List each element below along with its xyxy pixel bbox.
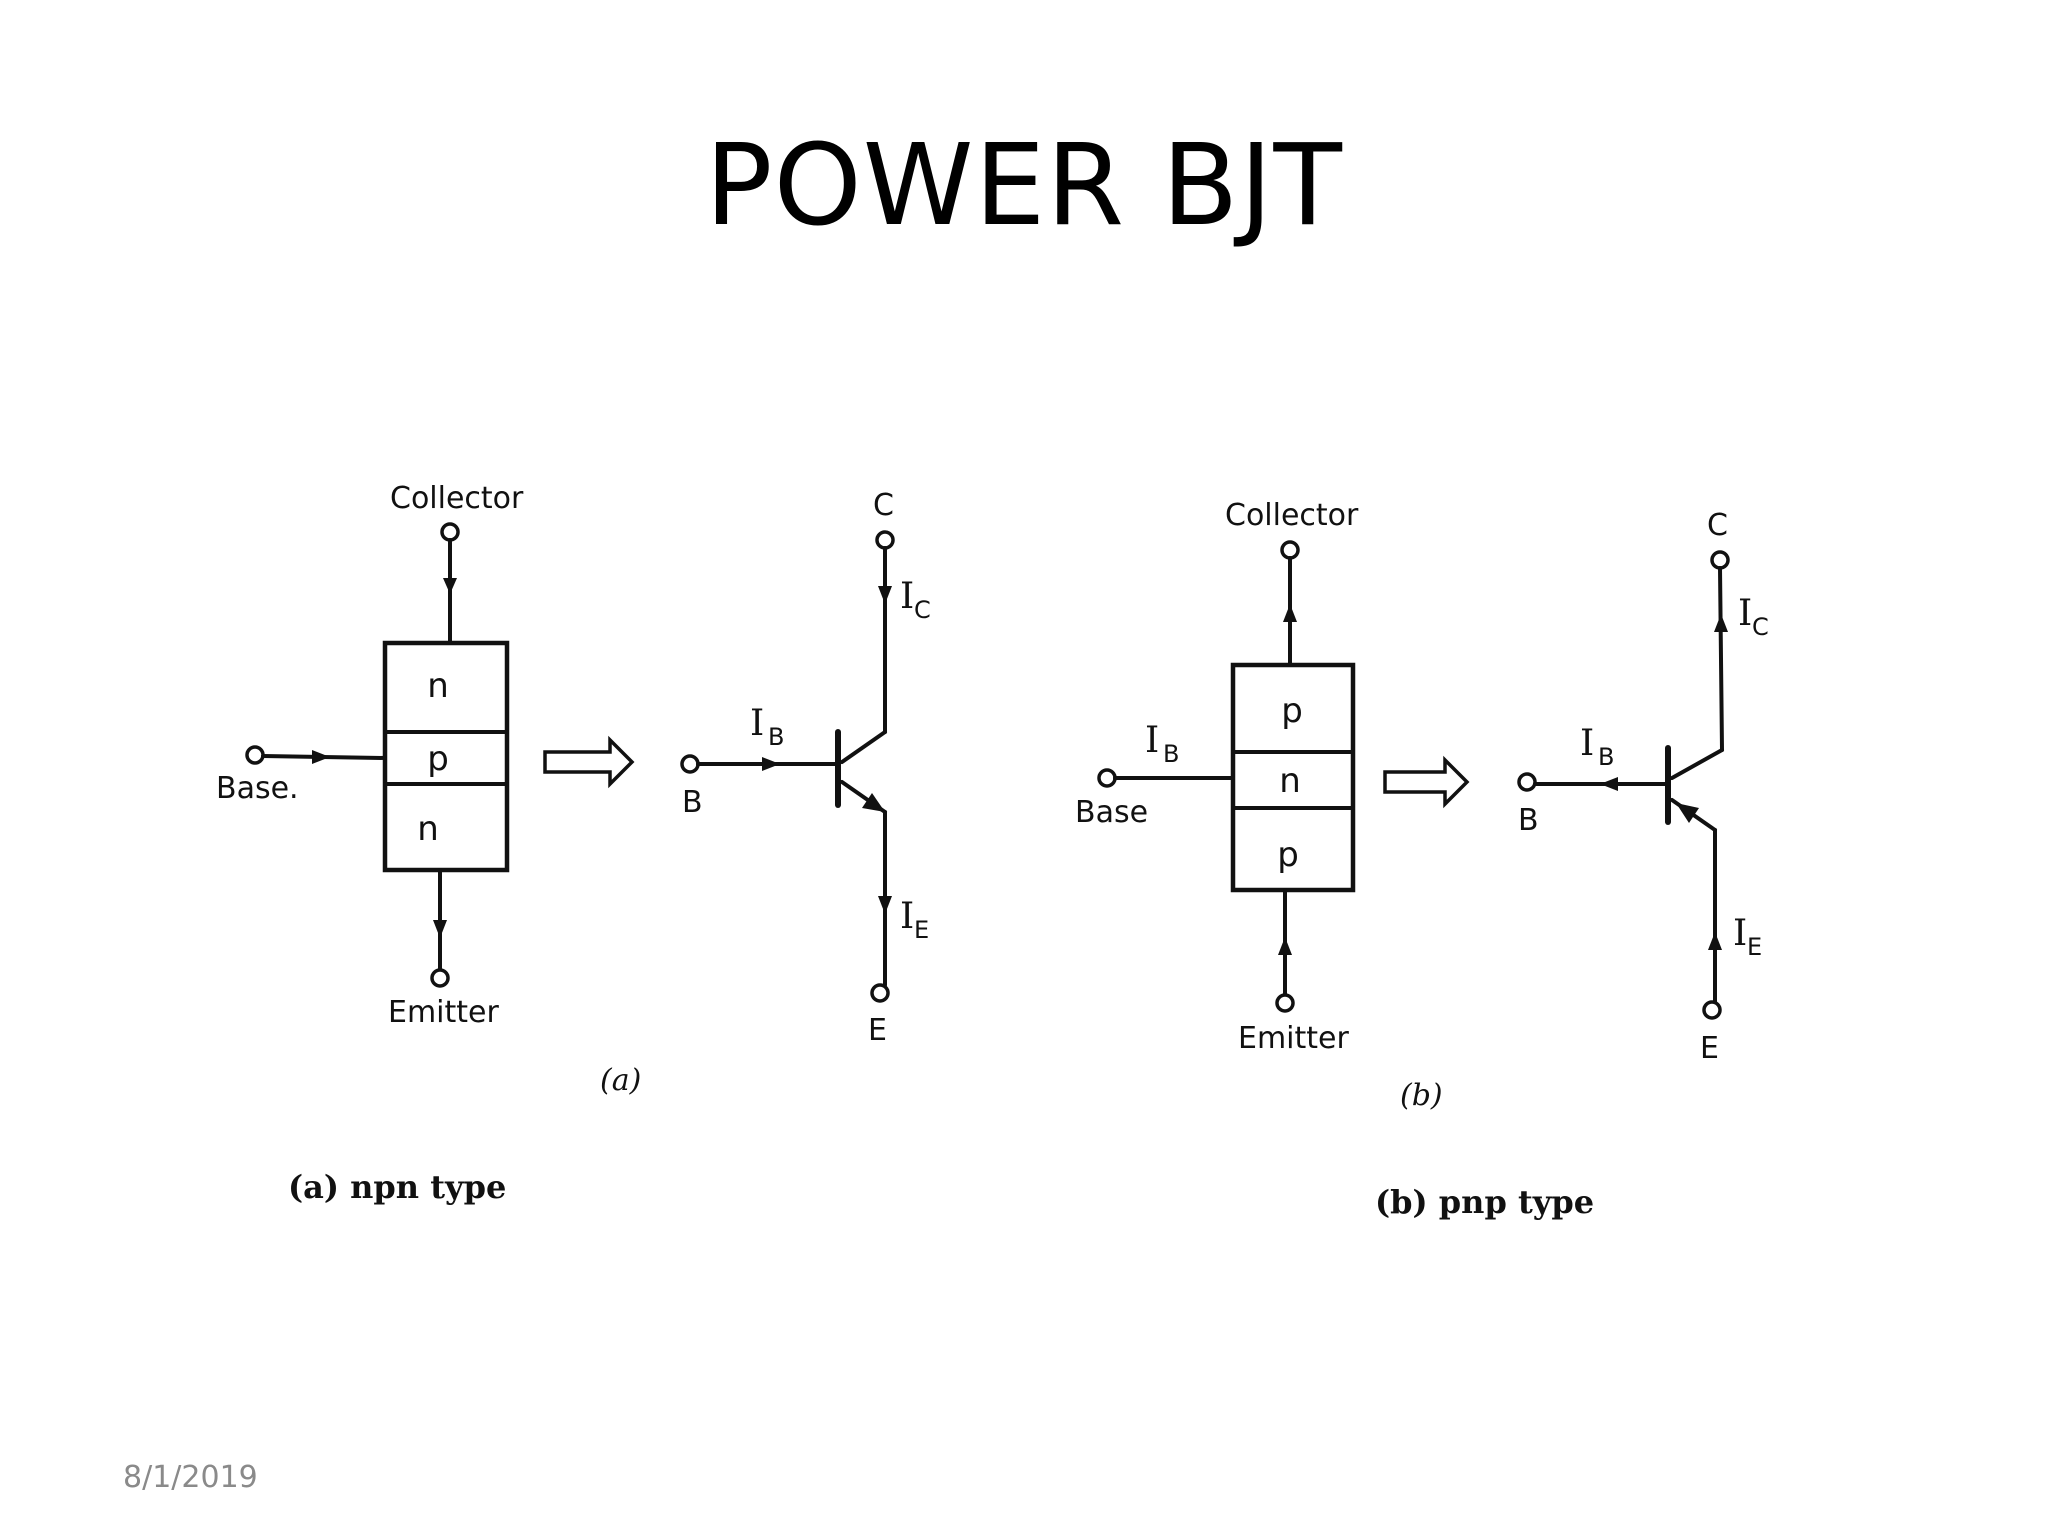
pnp-symbol-collector-diagonal — [1670, 748, 1724, 780]
pnp-equivalence-arrow — [1383, 755, 1470, 809]
pnp-ib-subscript: B — [1163, 740, 1179, 768]
npn-base-terminal — [245, 745, 265, 765]
npn-ie-label: I — [900, 896, 914, 937]
npn-caption: (a) npn type — [288, 1168, 506, 1206]
pnp-ic-subscript: C — [1752, 613, 1769, 641]
pnp-ie-arrow — [1708, 932, 1722, 950]
npn-equivalence-arrow — [543, 735, 635, 789]
npn-ib-arrow — [762, 757, 780, 771]
npn-symbol-e-terminal — [870, 983, 890, 1003]
npn-symbol-e-label: E — [868, 1013, 887, 1048]
pnp-figure-label: (b) — [1400, 1078, 1443, 1113]
pnp-symbol-ib-label: I — [1580, 723, 1594, 764]
pnp-symbol-collector-lead — [1718, 566, 1724, 752]
pnp-emitter-label: Emitter — [1238, 1021, 1349, 1056]
slide-title: POWER BJT — [705, 121, 1343, 251]
pnp-emitter-terminal — [1275, 993, 1295, 1013]
npn-symbol-c-terminal — [875, 530, 895, 550]
npn-ib-label: I — [750, 703, 764, 744]
npn-ie-arrow — [878, 896, 892, 914]
npn-ic-label: I — [900, 576, 914, 617]
npn-collector-arrow — [443, 578, 457, 594]
npn-emitter-arrowhead — [862, 793, 885, 812]
pnp-collector-label: Collector — [1225, 498, 1359, 533]
npn-ic-arrow — [878, 586, 892, 604]
pnp-base-label: Base — [1075, 795, 1148, 830]
pnp-base-terminal — [1097, 768, 1117, 788]
pnp-ib-arrow — [1600, 777, 1618, 791]
npn-layer-middle: p — [427, 739, 449, 779]
pnp-symbol-b-label: B — [1518, 803, 1539, 838]
pnp-symbol-e-terminal — [1702, 1000, 1722, 1020]
npn-ic-subscript: C — [914, 596, 931, 624]
npn-base-label: Base. — [216, 771, 299, 806]
npn-layer-top: n — [427, 666, 449, 706]
npn-symbol-c-label: C — [873, 488, 894, 523]
pnp-layer-bottom: p — [1277, 835, 1299, 875]
npn-ie-subscript: E — [914, 916, 929, 944]
npn-emitter-terminal — [430, 968, 450, 988]
pnp-symbol-c-terminal — [1710, 550, 1730, 570]
pnp-ie-label: I — [1733, 913, 1747, 954]
npn-emitter-arrow — [433, 920, 447, 938]
npn-ib-subscript: B — [768, 723, 784, 751]
npn-collector-label: Collector — [390, 481, 524, 516]
pnp-layer-top: p — [1281, 691, 1303, 731]
npn-emitter-label: Emitter — [388, 995, 499, 1030]
pnp-ic-label: I — [1738, 593, 1752, 634]
pnp-symbol-b-terminal — [1517, 772, 1537, 792]
pnp-emitter-arrow — [1278, 937, 1292, 955]
pnp-symbol-ib-subscript: B — [1598, 743, 1614, 771]
npn-structure: Collector n p n Base. Emitter — [216, 481, 524, 1030]
pnp-layer-middle: n — [1279, 761, 1301, 801]
npn-symbol-b-label: B — [682, 785, 703, 820]
pnp-emitter-arrowhead — [1676, 803, 1699, 823]
pnp-collector-arrow — [1283, 604, 1297, 622]
pnp-ic-arrow — [1714, 614, 1728, 632]
pnp-structure: Collector p n p I B Base Emitter — [1075, 498, 1359, 1056]
pnp-symbol: C I C I B B I E E — [1517, 508, 1769, 1066]
npn-base-arrow — [312, 750, 330, 764]
npn-figure-label: (a) — [600, 1063, 641, 1098]
npn-symbol: C I C I B B I E E — [680, 488, 931, 1048]
pnp-ib-label: I — [1145, 720, 1159, 761]
npn-collector-terminal — [440, 522, 460, 542]
slide-date: 8/1/2019 — [123, 1460, 258, 1495]
pnp-ie-subscript: E — [1747, 933, 1762, 961]
npn-symbol-b-terminal — [680, 754, 700, 774]
pnp-symbol-e-label: E — [1700, 1031, 1719, 1066]
pnp-symbol-c-label: C — [1707, 508, 1728, 543]
npn-symbol-collector-diagonal — [840, 730, 887, 764]
pnp-caption: (b) pnp type — [1375, 1183, 1594, 1221]
npn-layer-bottom: n — [417, 809, 439, 849]
pnp-collector-terminal — [1280, 540, 1300, 560]
